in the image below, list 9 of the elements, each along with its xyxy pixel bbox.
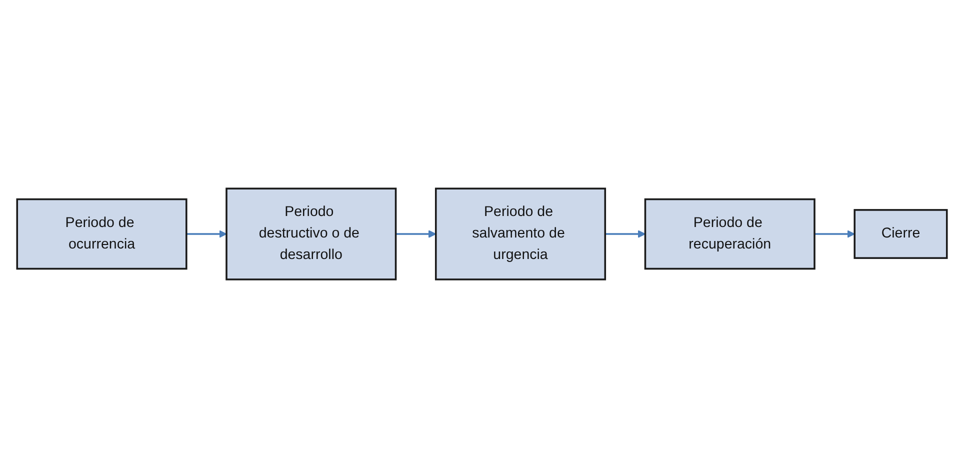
arrow <box>814 230 855 238</box>
node-box: Periodo de salvamento de urgencia <box>434 188 606 280</box>
node-box: Cierre <box>854 209 948 259</box>
arrow <box>186 230 227 238</box>
arrow <box>605 230 646 238</box>
node-box: Periodo de ocurrencia <box>16 198 188 270</box>
node-box: Periodo destructivo o de desarrollo <box>226 188 397 280</box>
arrow <box>396 230 436 238</box>
node-box: Periodo de recuperación <box>644 198 816 270</box>
